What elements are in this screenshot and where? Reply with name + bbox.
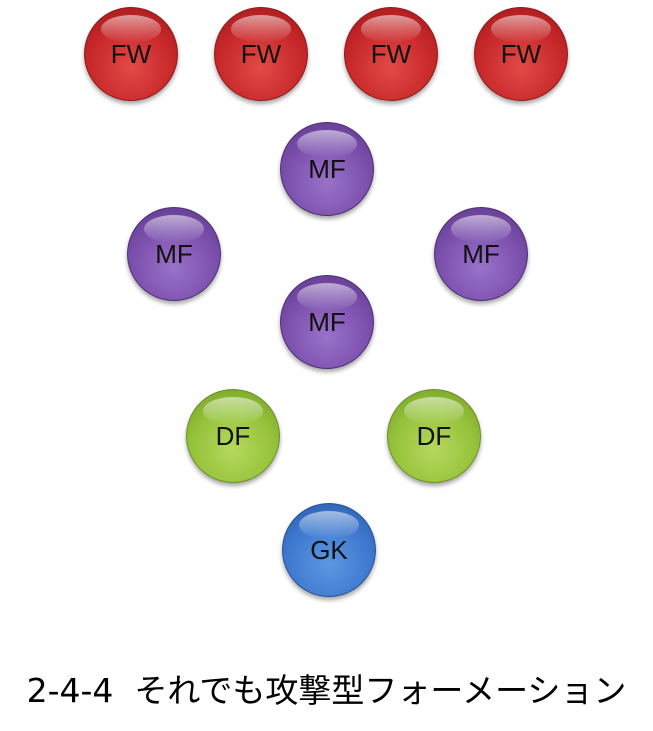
forward-label-3: FW — [370, 38, 412, 69]
midfielder-circle-bottom: MF — [280, 275, 374, 369]
midfielder-circle-top: MF — [280, 122, 374, 216]
defender-circle-right: DF — [387, 389, 481, 483]
formation-diagram: FW FW FW FW MF MF MF MF DF DF GK — [84, 7, 568, 597]
forward-circle-1: FW — [84, 7, 178, 101]
goalkeeper-label: GK — [310, 534, 348, 565]
forward-label-4: FW — [500, 38, 542, 69]
midfielder-circle-right: MF — [434, 207, 528, 301]
midfielder-label-right: MF — [462, 238, 500, 269]
midfielder-label-top: MF — [308, 153, 346, 184]
forward-label-1: FW — [110, 38, 152, 69]
forward-circle-4: FW — [474, 7, 568, 101]
defender-label-left: DF — [215, 420, 251, 451]
defender-circle-left: DF — [186, 389, 280, 483]
goalkeeper-circle: GK — [282, 503, 376, 597]
formation-caption: 2-4-4 それでも攻撃型フォーメーション — [26, 671, 627, 710]
defender-label-right: DF — [416, 420, 452, 451]
forward-label-2: FW — [240, 38, 282, 69]
forward-circle-3: FW — [344, 7, 438, 101]
midfielder-circle-left: MF — [127, 207, 221, 301]
midfielder-label-bottom: MF — [308, 306, 346, 337]
midfielder-label-left: MF — [155, 238, 193, 269]
forward-circle-2: FW — [214, 7, 308, 101]
